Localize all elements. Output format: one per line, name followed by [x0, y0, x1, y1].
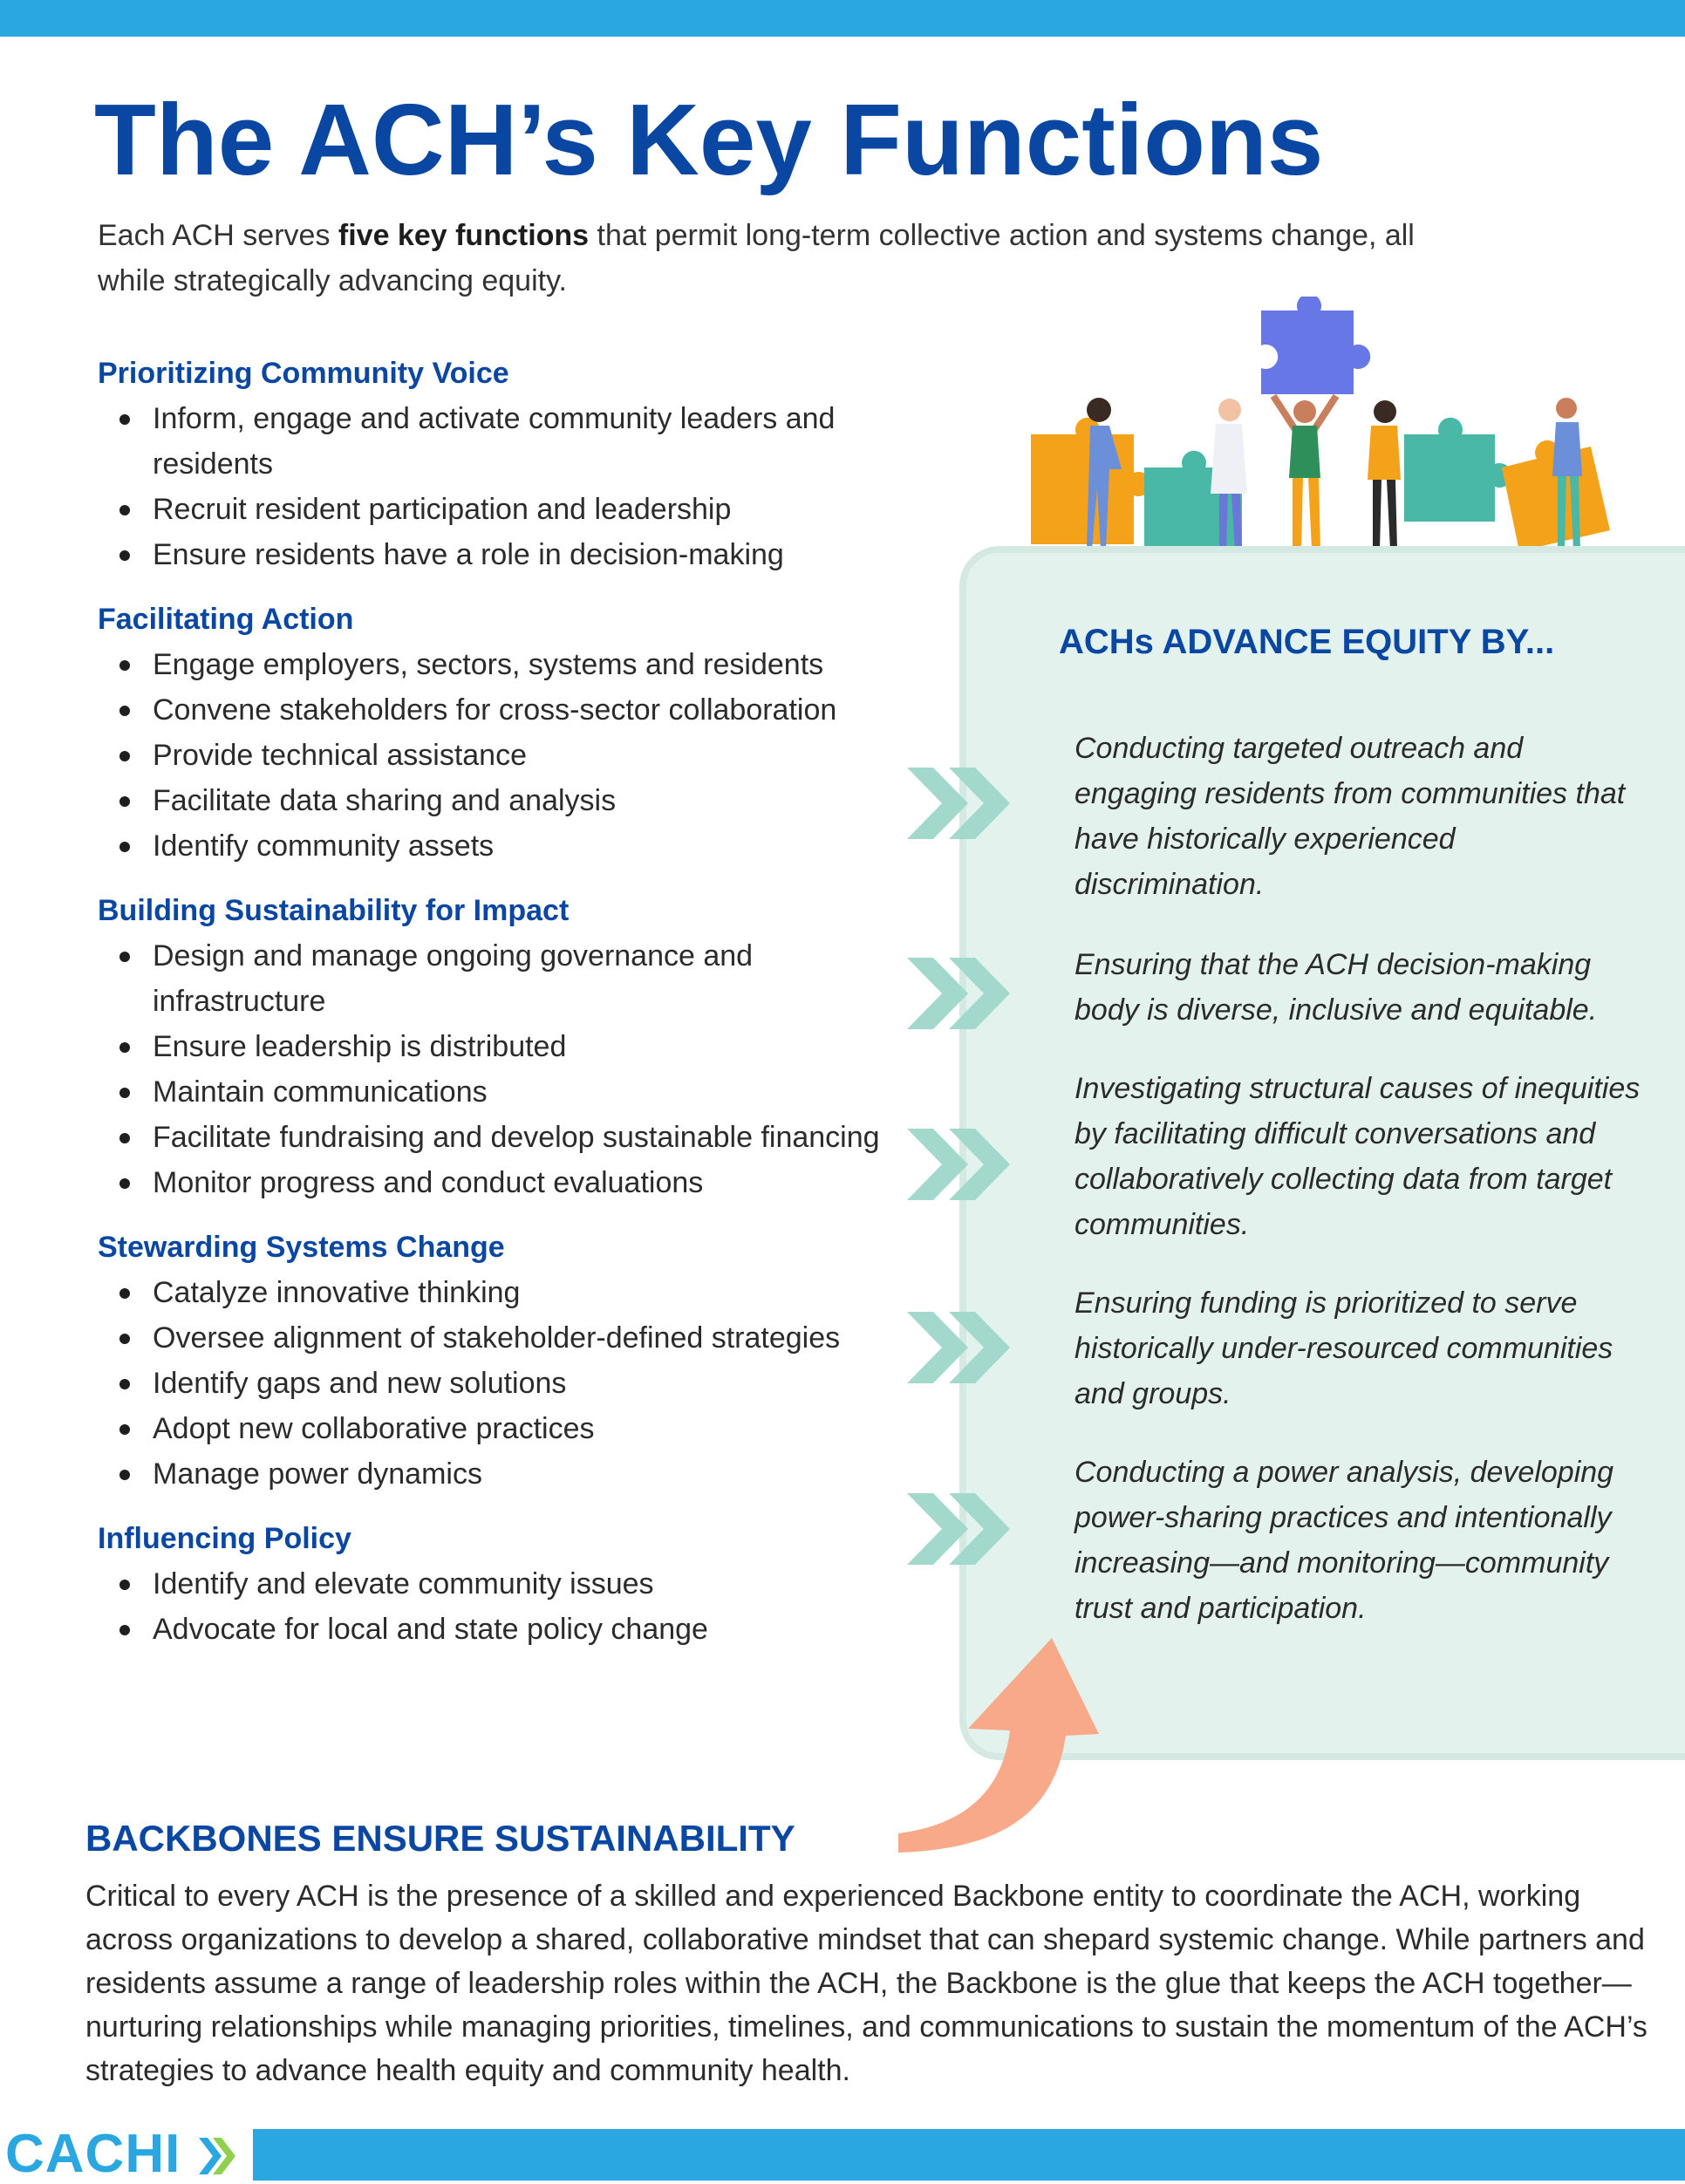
intro-emphasis: five key functions — [338, 219, 590, 252]
function-item: Advocate for local and state policy chan… — [98, 1607, 900, 1652]
function-item: Facilitate data sharing and analysis — [98, 778, 900, 823]
equity-item: Conducting targeted outreach and engagin… — [1074, 732, 1626, 901]
function-item: Manage power dynamics — [98, 1451, 900, 1497]
function-item: Identify community assets — [98, 823, 900, 869]
function-item: Design and manage ongoing governance and… — [98, 933, 900, 1024]
function-item: Identify and elevate community issues — [98, 1561, 900, 1607]
function-section: Influencing Policy Identify and elevate … — [98, 1516, 900, 1652]
function-item: Maintain communications — [98, 1069, 900, 1115]
function-section: Facilitating Action Engage employers, se… — [98, 597, 900, 869]
function-item: Adopt new collaborative practices — [98, 1406, 900, 1451]
equity-item: Conducting a power analysis, developing … — [1074, 1456, 1614, 1625]
function-section: Prioritizing Community Voice Inform, eng… — [98, 351, 900, 577]
function-item: Convene stakeholders for cross-sector co… — [98, 687, 900, 733]
bottom-accent-bar — [0, 2129, 1685, 2181]
function-item: Identify gaps and new solutions — [98, 1361, 900, 1406]
function-heading: Building Sustainability for Impact — [98, 894, 570, 927]
function-heading: Facilitating Action — [98, 603, 354, 636]
cachi-logo: CACHI — [0, 2124, 253, 2184]
logo-chevron-icon — [199, 2138, 235, 2174]
puzzle-people-illustration — [1031, 297, 1610, 549]
function-item: Oversee alignment of stakeholder-defined… — [98, 1315, 900, 1361]
equity-item: Ensuring funding is prioritized to serve… — [1074, 1287, 1613, 1410]
function-heading: Stewarding Systems Change — [98, 1231, 505, 1264]
function-section: Stewarding Systems Change Catalyze innov… — [98, 1225, 900, 1497]
key-functions-list: Prioritizing Community Voice Inform, eng… — [98, 351, 900, 1671]
intro-text-after: that permit long-term collective action … — [98, 219, 1415, 297]
backbone-heading: BACKBONES ENSURE SUSTAINABILITY — [85, 1818, 795, 1859]
equity-item: Investigating structural causes of inequ… — [1074, 1072, 1641, 1241]
backbone-paragraph: Critical to every ACH is the presence of… — [85, 1880, 1647, 2087]
double-chevron-icon — [907, 1129, 1010, 1200]
double-chevron-icon — [907, 958, 1010, 1029]
function-item: Ensure leadership is distributed — [98, 1024, 900, 1069]
top-accent-bar — [0, 0, 1685, 37]
function-item: Recruit resident participation and leade… — [98, 487, 900, 532]
equity-item: Ensuring that the ACH decision-making bo… — [1074, 948, 1598, 1027]
function-item: Facilitate fundraising and develop susta… — [98, 1115, 900, 1160]
logo-text: CACHI — [5, 2124, 181, 2184]
function-item: Monitor progress and conduct evaluations — [98, 1160, 900, 1205]
function-item: Catalyze innovative thinking — [98, 1270, 900, 1315]
intro-text-before: Each ACH serves — [98, 219, 338, 252]
function-section: Building Sustainability for Impact Desig… — [98, 888, 900, 1205]
function-item: Provide technical assistance — [98, 733, 900, 778]
function-item: Inform, engage and activate community le… — [98, 396, 900, 487]
function-item: Ensure residents have a role in decision… — [98, 532, 900, 577]
curved-arrow-icon — [898, 1638, 1099, 1853]
page-title: The ACH’s Key Functions — [94, 83, 1324, 196]
double-chevron-icon — [907, 1493, 1010, 1565]
function-heading: Prioritizing Community Voice — [98, 357, 509, 390]
function-item: Engage employers, sectors, systems and r… — [98, 642, 900, 687]
double-chevron-icon — [907, 1312, 1010, 1383]
equity-panel — [959, 546, 1685, 1760]
function-heading: Influencing Policy — [98, 1522, 351, 1555]
intro-paragraph: Each ACH serves five key functions that … — [98, 213, 1458, 304]
double-chevron-icon — [907, 768, 1010, 839]
equity-heading: ACHs ADVANCE EQUITY BY... — [1059, 623, 1555, 661]
